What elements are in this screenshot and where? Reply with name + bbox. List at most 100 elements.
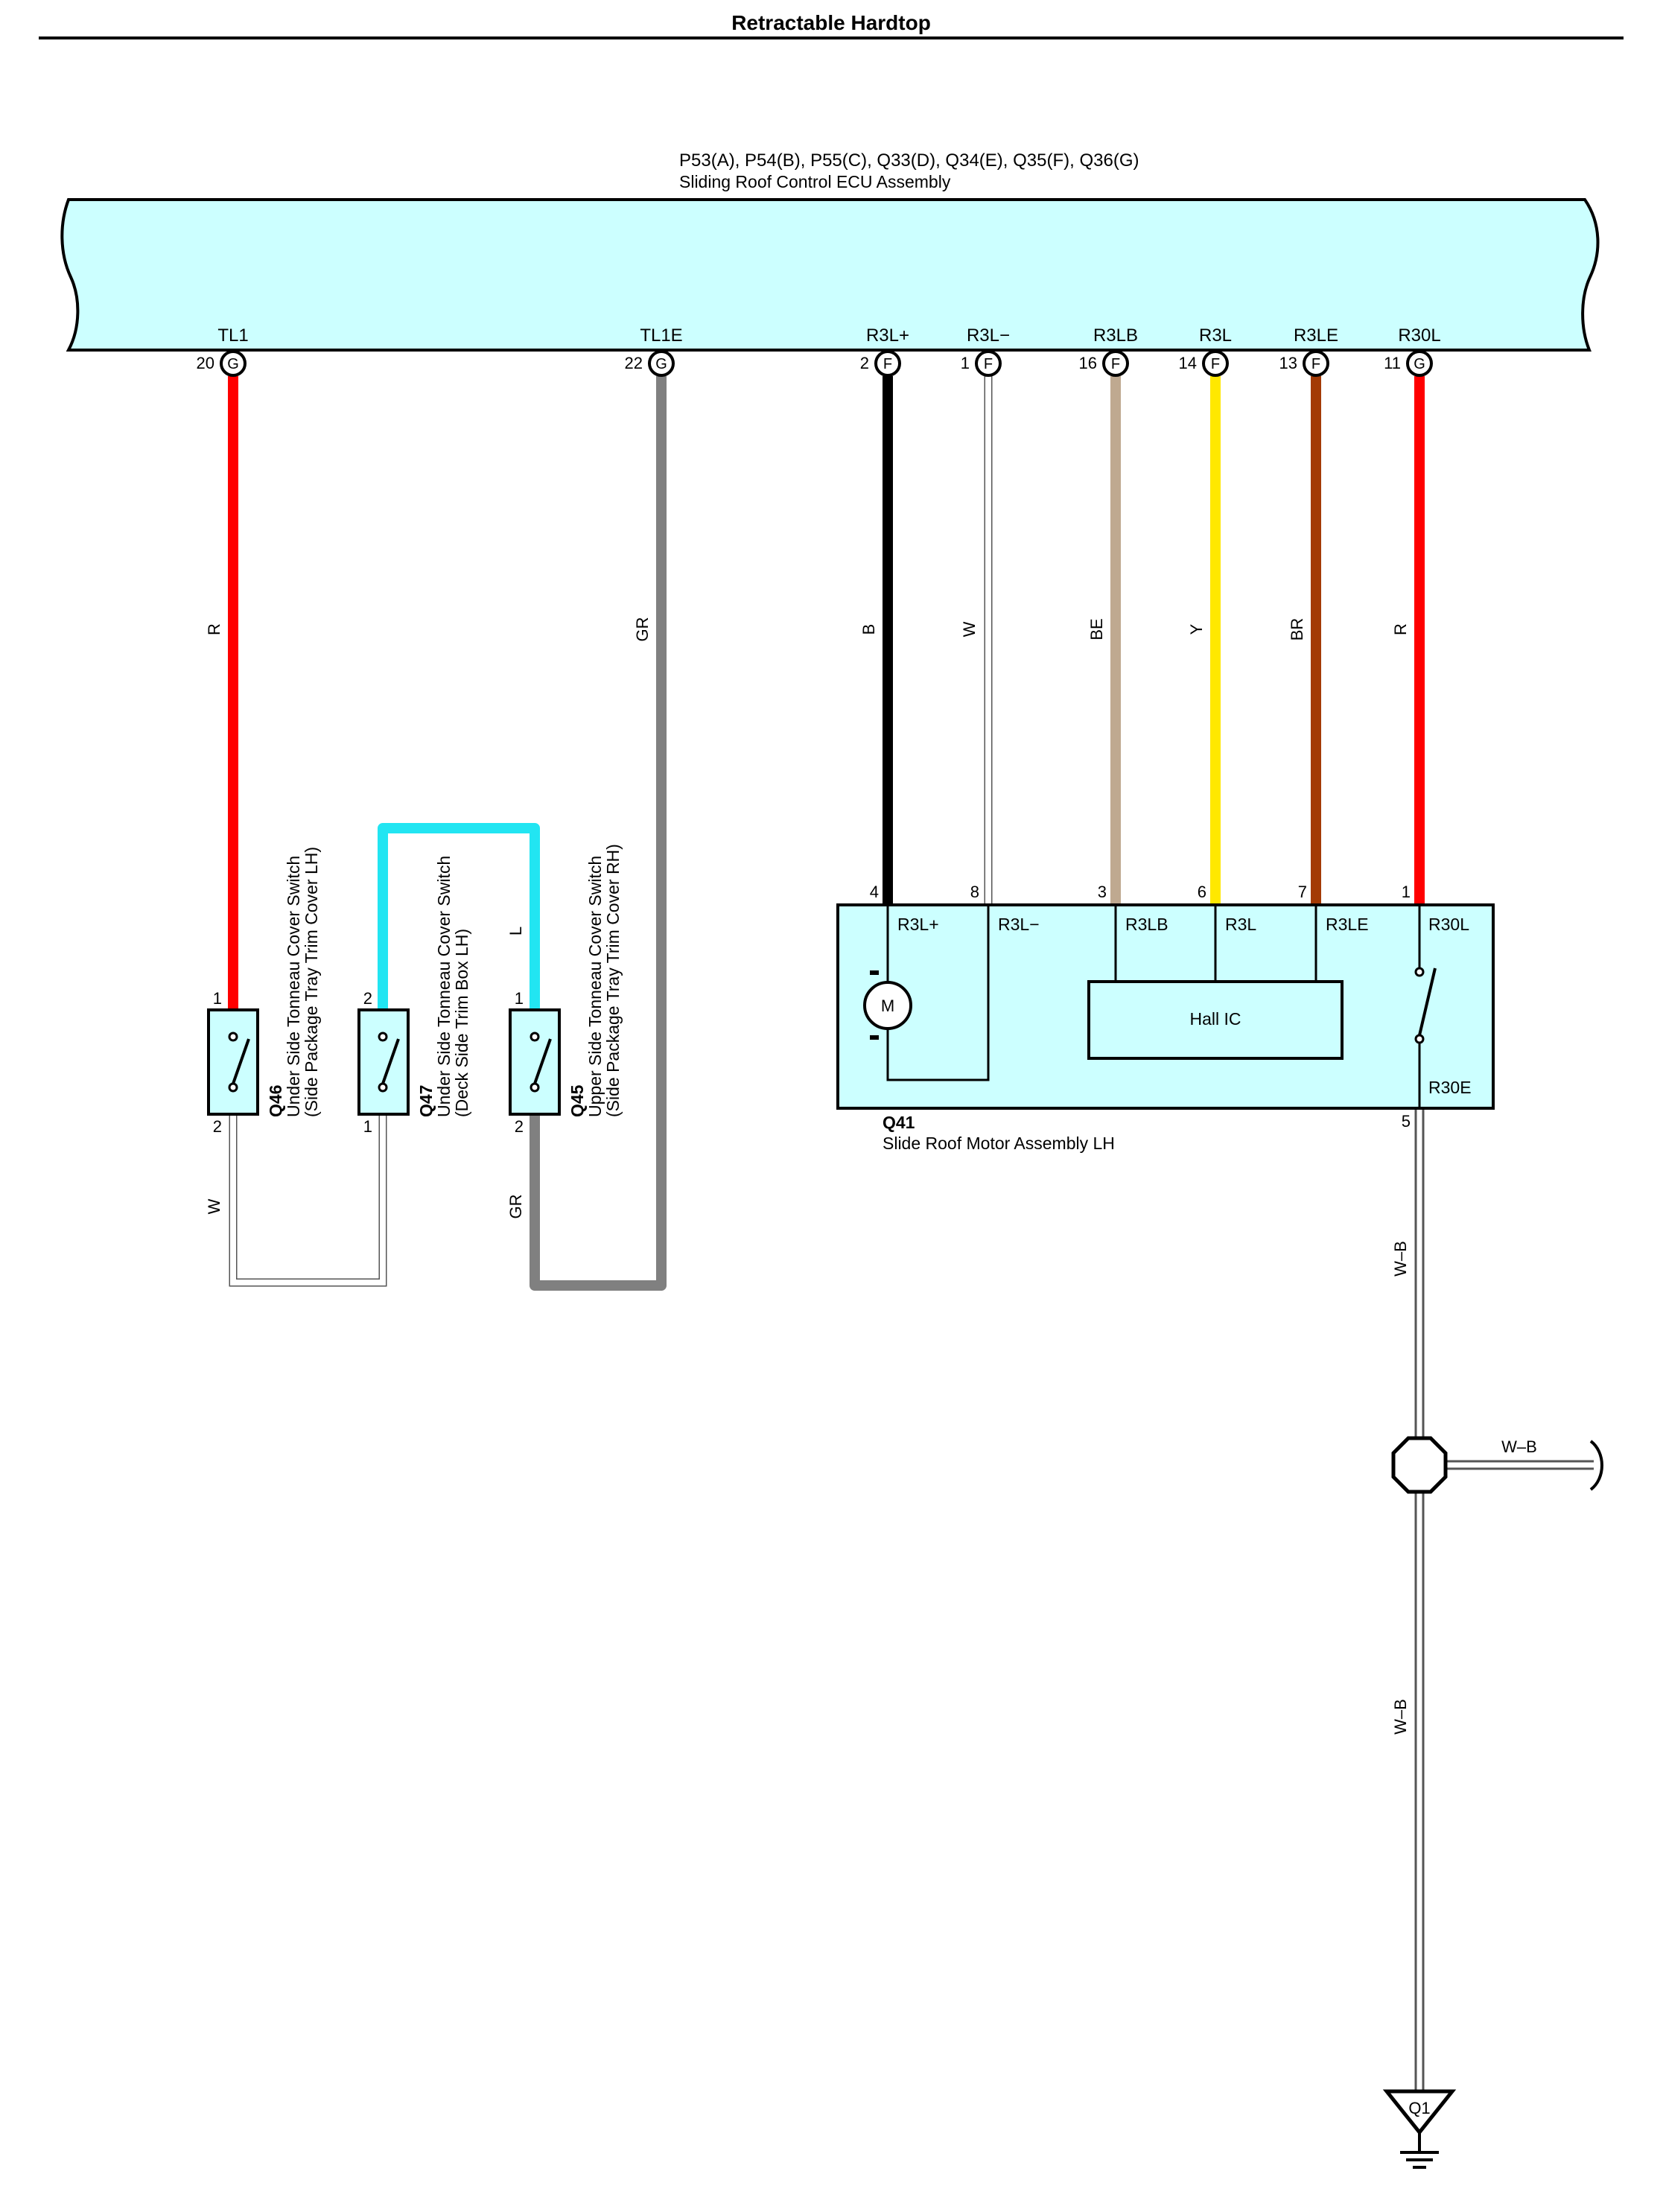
ecu-connector-r3le — [1303, 350, 1329, 377]
ecu-connectors-label: P53(A), P54(B), P55(C), Q33(D), Q34(E), … — [679, 150, 1139, 171]
ecu-pin-r3lm: 1 — [961, 354, 970, 372]
ecu-pin-tl1: 20 — [197, 354, 214, 372]
switch-q47-detail: (Deck Side Trim Box LH) — [452, 929, 471, 1117]
switch-q45-code: Q45 — [567, 1084, 587, 1117]
motor-terminal-r30l: R30L — [1428, 915, 1469, 934]
wire-label-q46-q47: W — [205, 1198, 223, 1214]
ecu-connector-tl1e — [648, 350, 675, 377]
ecu-connector-r3lm — [975, 350, 1002, 377]
ecu-terminal-r3lb: R3LB — [1093, 325, 1138, 346]
motor-pin-r3lm: 8 — [970, 883, 979, 901]
ecu-terminal-r3l: R3L — [1199, 325, 1232, 346]
ecu-pin-tl1e: 22 — [625, 354, 643, 372]
motor-terminal-r3lm: R3L− — [998, 915, 1040, 934]
ecu-connector-r30l — [1406, 350, 1433, 377]
ecu-pin-r3lp: 2 — [860, 354, 869, 372]
branch-continuation-mark — [1589, 1440, 1603, 1491]
motor-terminal-r3le: R3LE — [1326, 915, 1369, 934]
motor-r30e-label: R30E — [1428, 1078, 1472, 1097]
ecu-pin-r30l: 11 — [1384, 354, 1401, 372]
wire-label-tl1: R — [205, 623, 223, 635]
switch-q47-pin-top: 2 — [363, 989, 372, 1008]
ecu-pin-r3lb: 16 — [1079, 354, 1097, 372]
motor-terminal-r3l: R3L — [1225, 915, 1256, 934]
switch-q46-code: Q46 — [266, 1085, 285, 1117]
ecu-connector-r3lp — [874, 350, 901, 377]
motor-name: Slide Roof Motor Assembly LH — [883, 1134, 1115, 1153]
motor-r30e-pin: 5 — [1402, 1112, 1411, 1131]
wire-label-r30e-top: W–B — [1391, 1241, 1410, 1277]
wire-label-r3le: BR — [1288, 618, 1306, 641]
ecu-conn-code-r3lm: F — [984, 356, 993, 372]
switch-q46-contact-bottom — [228, 1082, 238, 1093]
switch-q46-pin-top: 1 — [213, 989, 222, 1008]
switch-q45-name: Upper Side Tonneau Cover Switch — [585, 856, 605, 1117]
ecu-connector-r3l — [1202, 350, 1229, 377]
motor-pin-r3l: 6 — [1198, 883, 1206, 901]
motor-brush-top — [870, 970, 879, 975]
motor-pin-r3lb: 3 — [1098, 883, 1107, 901]
switch-q47-contact-top — [378, 1032, 388, 1042]
wire-q46-q47 — [230, 1114, 386, 1285]
wire-label-r3l: Y — [1187, 623, 1206, 635]
hall-ic-label: Hall IC — [1189, 1009, 1241, 1029]
motor-pin-r3le: 7 — [1298, 883, 1307, 901]
switch-q47-contact-bottom — [378, 1082, 388, 1093]
ecu-connector-tl1 — [220, 350, 247, 377]
switch-q46-detail: (Side Package Tray Trim Cover LH) — [302, 847, 321, 1117]
switch-q47-code: Q47 — [416, 1085, 436, 1117]
ecu-name: Sliding Roof Control ECU Assembly — [679, 172, 951, 191]
ecu-conn-code-tl1: G — [227, 356, 239, 372]
wire-label-r3lb: BE — [1087, 618, 1106, 640]
switch-q47-box — [357, 1008, 410, 1116]
r30-contact-bottom — [1414, 1034, 1425, 1044]
switch-q47-pin-bottom: 1 — [363, 1117, 372, 1136]
ecu-terminal-r3le: R3LE — [1294, 325, 1338, 346]
ecu-pin-r3le: 13 — [1279, 354, 1297, 372]
wire-label-q47-q45: L — [506, 927, 525, 935]
wire-label-tl1e: GR — [633, 617, 652, 642]
switch-q45-detail: (Side Package Tray Trim Cover RH) — [603, 844, 623, 1117]
motor-symbol-label: M — [881, 997, 894, 1015]
switch-q45-box — [509, 1008, 561, 1116]
switch-q47-lever — [381, 1038, 400, 1084]
wire-label-r30l: R — [1391, 623, 1410, 635]
ecu-conn-code-r3le: F — [1311, 356, 1320, 372]
ecu-conn-code-r3lb: F — [1111, 356, 1120, 372]
hall-ic-box — [1087, 980, 1344, 1060]
junction-connector — [1391, 1436, 1448, 1494]
ecu-conn-code-r3l: F — [1211, 356, 1220, 372]
motor-symbol — [863, 981, 912, 1030]
r30-switch-lever — [1418, 967, 1437, 1036]
wire-label-r30e-bottom: W–B — [1391, 1699, 1410, 1735]
ecu-pin-r3l: 14 — [1179, 354, 1197, 372]
switch-q45-contact-bottom — [530, 1082, 540, 1093]
ecu-terminal-r3lm: R3L− — [967, 325, 1010, 346]
ecu-conn-code-r3lp: F — [883, 356, 892, 372]
switch-q45-lever — [533, 1038, 552, 1084]
switch-q46-lever — [232, 1038, 250, 1084]
ecu-terminal-r30l: R30L — [1398, 325, 1440, 346]
ecu-terminal-r3lp: R3L+ — [866, 325, 909, 346]
ecu-box — [60, 198, 1600, 352]
motor-code: Q41 — [883, 1113, 915, 1132]
motor-pin-r3lp: 4 — [870, 883, 879, 901]
ground-symbol — [1382, 2089, 1457, 2136]
motor-pin-r30l: 1 — [1402, 883, 1411, 901]
switch-q46-contact-top — [228, 1032, 238, 1042]
switch-q46-box — [207, 1008, 259, 1116]
switch-q46-name: Under Side Tonneau Cover Switch — [284, 856, 303, 1117]
wire-q46-q47-outline — [229, 1114, 387, 1287]
wire-label-r3lm: W — [960, 621, 979, 637]
motor-terminal-r3lp: R3L+ — [897, 915, 939, 934]
wire-tl1e — [530, 376, 667, 1291]
switch-q45-pin-bottom: 2 — [515, 1117, 524, 1136]
switch-q45-pin-top: 1 — [515, 989, 524, 1008]
ground-code: Q1 — [1408, 2099, 1430, 2117]
r30-contact-top — [1414, 967, 1425, 977]
wire-label-r3lp: B — [859, 624, 878, 635]
wire-label-branch: W–B — [1501, 1437, 1537, 1456]
ecu-connector-r3lb — [1102, 350, 1129, 377]
ecu-conn-code-r30l: G — [1414, 356, 1425, 372]
